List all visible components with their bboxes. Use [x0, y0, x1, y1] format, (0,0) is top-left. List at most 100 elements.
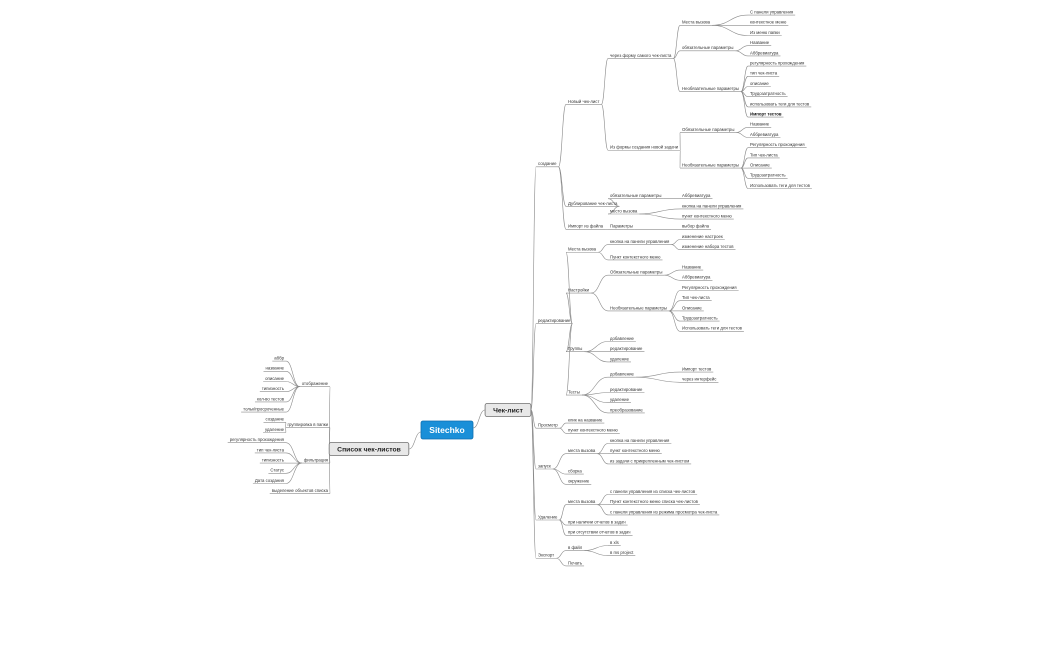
topic-описание[interactable]: описание: [748, 81, 771, 87]
topic-изменение-набора-тестов[interactable]: изменение набора тестов: [680, 244, 736, 250]
topic-удаление[interactable]: удаление: [263, 427, 286, 433]
topic-кнопка-на-панели-управления[interactable]: кнопка на панели управления: [680, 203, 744, 210]
topic-преобразование[interactable]: преобразование: [608, 407, 645, 414]
topic-пункт-контекстного-меню[interactable]: Пункт контекстного меню: [608, 254, 663, 261]
topic-экспорт[interactable]: Экспорт: [536, 553, 557, 559]
topic-обязательные-параметры[interactable]: обязательные параметры: [608, 193, 664, 199]
topic-тип-чек-листа[interactable]: тип чек-листа: [748, 71, 780, 77]
topic-тольк-просроченные[interactable]: тольк/просроченные: [241, 407, 286, 413]
topic-с-панели-управления-из-режима-просмотра-[interactable]: с панели управления из режима просмотра …: [608, 509, 720, 516]
topic-необязательные-параметры[interactable]: Необязательные параметры: [680, 163, 741, 169]
topic-кол-во-тестов[interactable]: кол-во тестов: [254, 396, 286, 403]
topic-группировка-в-папки[interactable]: группировка в папки: [285, 422, 330, 428]
topic-в-файл[interactable]: в файл: [566, 545, 585, 551]
topic-с-панели-управления[interactable]: С панели управления: [748, 10, 796, 16]
topic-трудозатратность[interactable]: Трудозатратность: [748, 91, 788, 97]
topic-добавление[interactable]: добавление: [608, 336, 636, 342]
topic-тип-чек-листа[interactable]: Тип чек-листа: [680, 295, 712, 302]
topic-тесты[interactable]: Тесты: [566, 389, 582, 396]
topic-обязательные-параметры[interactable]: Обязательные параметры: [608, 270, 665, 276]
topic-из-формы-создания-новой-задачи[interactable]: Из формы создания новой задачи: [608, 145, 681, 151]
topic-в-xls[interactable]: в xls: [608, 540, 621, 546]
topic-обязательные-параметры[interactable]: Обязательные параметры: [680, 127, 737, 133]
topic-необязательные-параметры[interactable]: Необязательные параметры: [608, 305, 669, 312]
topic-типизность[interactable]: типизность: [259, 458, 286, 464]
topic-регулярность-прохождения[interactable]: Регулярность прохождения: [748, 142, 807, 148]
topic-создание[interactable]: создание: [263, 417, 286, 423]
topic-запуск[interactable]: запуск: [536, 463, 553, 470]
topic-использовать-теги-для-тестов[interactable]: использовать теги для тестов: [748, 101, 812, 108]
topic-настройки[interactable]: Настройки: [566, 287, 592, 294]
topic-через-форму-самого-чек-листа[interactable]: через форму самого чек-листа: [608, 53, 674, 59]
topic-аббревиатура[interactable]: Аббревиатура: [680, 193, 713, 199]
topic-из-задачи-с-прикрепленным-чек-листом[interactable]: из задачи с прикрепленным чек-листом: [608, 458, 692, 465]
topic-места-вызова[interactable]: места вызова: [566, 448, 598, 455]
topic-создание[interactable]: создание: [536, 161, 559, 168]
topic-описание[interactable]: Описание: [748, 163, 772, 169]
topic-из-меню-папки[interactable]: Из меню папки: [748, 30, 782, 36]
topic-контекстное-меню[interactable]: контекстное меню: [748, 20, 789, 26]
topic-регулярность-прохождения[interactable]: Регулярность прохождения: [680, 285, 739, 291]
topic-печать[interactable]: Печать: [566, 560, 585, 567]
topic-выделение-объектов-списка[interactable]: выделение объектов списка: [269, 488, 330, 495]
topic-параметры[interactable]: Параметры: [608, 224, 635, 230]
topic-выбор-файла[interactable]: выбор файла: [680, 224, 712, 230]
topic-в-ms-project[interactable]: в ms project: [608, 550, 636, 557]
topic-редактирование[interactable]: редактирование: [608, 387, 645, 393]
topic-тип-чек-листа[interactable]: Тип чек-листа: [748, 152, 780, 159]
topic-удаление[interactable]: Удаление: [536, 514, 560, 521]
topic-места-вызова[interactable]: места вызова: [566, 499, 598, 506]
topic-регулярность-прохождения[interactable]: регулярность прохождения: [227, 437, 286, 444]
topic-окружение[interactable]: окружение: [566, 479, 592, 485]
topic-через-интерфейс[interactable]: через интерфейс: [680, 377, 719, 383]
topic-места-вызова[interactable]: Места вызова: [680, 20, 712, 26]
topic-обязательные-параметры[interactable]: обязательные параметры: [680, 45, 736, 52]
central-topic[interactable]: Sitechko: [420, 420, 474, 440]
main-topic-checklist[interactable]: Чек-лист: [484, 403, 532, 417]
topic-пункт-контекстного-меню-списка-чек-листо[interactable]: Пункт контекстного меню списка чек-листо…: [608, 499, 700, 506]
topic-пункт-контекстного-меню[interactable]: пункт контекстного меню: [608, 448, 662, 455]
topic-аббревиатура[interactable]: Аббревиатура: [748, 50, 781, 57]
topic-редактирование[interactable]: редактирование: [608, 346, 645, 353]
topic-аббревиатура[interactable]: Аббревиатура: [748, 132, 781, 138]
topic-отображение[interactable]: отображение: [299, 381, 330, 387]
topic-изменение-настроек[interactable]: изменение настроек: [680, 234, 725, 240]
topic-добавление[interactable]: добавление: [608, 372, 636, 378]
topic-дублирование-чек-листа[interactable]: Дублирование чек-листа: [566, 201, 620, 207]
topic-аббр[interactable]: аббр: [272, 356, 286, 362]
topic-название[interactable]: название: [263, 366, 286, 372]
topic-кнопка-на-панели-управления[interactable]: кнопка на панели управления: [608, 438, 672, 444]
topic-кнопка-на-панели-управления[interactable]: кнопка на панели управления: [608, 239, 672, 245]
topic-необязательные-параметры[interactable]: Необязательные параметры: [680, 86, 741, 92]
topic-при-наличии-отчетов-в-задач[interactable]: при наличии отчетов в задач: [566, 520, 628, 526]
topic-аббревиатура[interactable]: Аббревиатура: [680, 275, 713, 281]
topic-при-отсутствии-отчетов-в-задач[interactable]: при отсутствии отчетов в задач: [566, 530, 633, 536]
topic-сборка[interactable]: сборка: [566, 469, 584, 475]
topic-описание[interactable]: описание: [263, 376, 286, 382]
topic-клик-на-название[interactable]: клик на название: [566, 418, 605, 424]
topic-название[interactable]: Название: [748, 122, 772, 128]
topic-места-вызова[interactable]: Места вызова: [566, 247, 598, 253]
topic-место-вызова[interactable]: место вызова: [608, 208, 640, 215]
topic-регулярность-прохождения[interactable]: регулярность прохождения: [748, 61, 807, 67]
topic-название[interactable]: Название: [680, 265, 704, 271]
topic-новый-чек-лист[interactable]: Новый чек-лист: [566, 99, 602, 105]
topic-трудозатратность[interactable]: Трудозатратность: [680, 316, 720, 322]
topic-тип-чек-листа[interactable]: тип чек-листа: [254, 447, 286, 454]
topic-использовать-теги-для-тестов[interactable]: Использовать теги для тестов: [748, 183, 812, 189]
main-topic-checklist-list[interactable]: Список чек-листов: [328, 442, 410, 456]
topic-группы[interactable]: Группы: [566, 346, 585, 353]
topic-импорт-тестов[interactable]: Импорт тестов: [680, 367, 714, 373]
topic-фильтрация[interactable]: фильтрация: [301, 458, 330, 464]
topic-дата-создания[interactable]: Дата создания: [252, 478, 286, 484]
topic-удаление[interactable]: удаление: [608, 397, 631, 404]
topic-использовать-теги-для-тестов[interactable]: Использовать теги для тестов: [680, 326, 744, 332]
topic-импорт-из-файла[interactable]: Импорт из файла: [566, 224, 606, 230]
topic-трудозатратность[interactable]: Трудозатратность: [748, 173, 788, 179]
topic-удаление[interactable]: удаление: [608, 356, 631, 363]
topic-импорт-тестов[interactable]: Импорт тестов: [748, 112, 784, 118]
topic-пункт-контекстного-меню[interactable]: пункт контекстного меню: [566, 428, 620, 434]
topic-просмотр[interactable]: Просмотр: [536, 423, 560, 429]
topic-название[interactable]: Название: [748, 40, 772, 47]
topic-редактирование[interactable]: редактирование: [536, 318, 573, 324]
